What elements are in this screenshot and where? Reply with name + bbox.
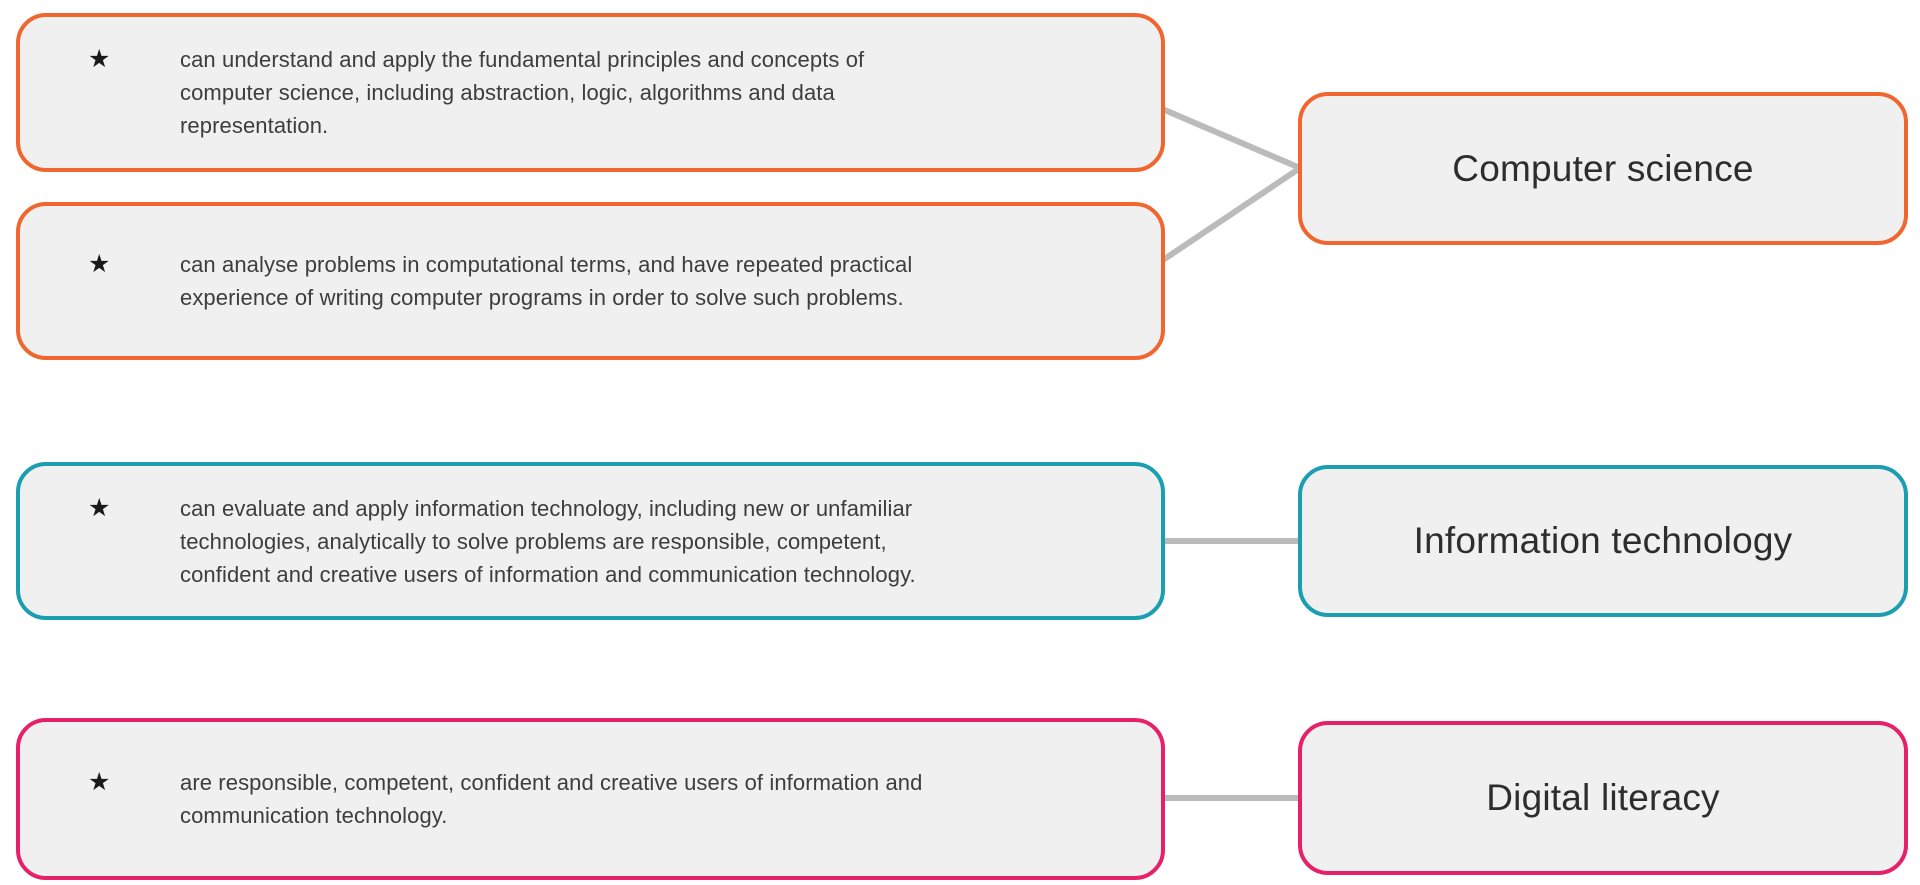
star-bullet-icon: ★ [88, 768, 111, 796]
statement-row: ★ can analyse problems in computational … [20, 248, 1161, 314]
star-bullet-icon: ★ [88, 45, 111, 73]
star-bullet-icon: ★ [88, 250, 111, 278]
star-bullet-icon: ★ [88, 493, 111, 522]
statement-box-dl-responsible: ★ are responsible, competent, confident … [16, 718, 1165, 880]
connector-statement1-computer-science [1158, 105, 1302, 171]
statement-text: can analyse problems in computational te… [180, 252, 913, 310]
statement-box-cs-analyse: ★ can analyse problems in computational … [16, 202, 1165, 360]
statement-text: can evaluate and apply information techn… [180, 495, 916, 587]
statement-box-it-evaluate: ★ can evaluate and apply information tec… [16, 462, 1165, 620]
statement-text: can understand and apply the fundamental… [180, 47, 865, 138]
connector-statement2-computer-science [1158, 165, 1302, 265]
statement-text: are responsible, competent, confident an… [180, 770, 923, 828]
statement-row: ★ can understand and apply the fundament… [20, 43, 1161, 142]
statement-row: ★ can evaluate and apply information tec… [20, 492, 1161, 591]
category-box-information-technology: Information technology [1298, 465, 1908, 617]
category-label: Digital literacy [1486, 777, 1720, 818]
category-box-digital-literacy: Digital literacy [1298, 721, 1908, 875]
statement-row: ★ are responsible, competent, confident … [20, 766, 1161, 832]
category-label: Computer science [1452, 147, 1754, 189]
statement-box-cs-principles: ★ can understand and apply the fundament… [16, 13, 1165, 172]
category-box-computer-science: Computer science [1298, 92, 1908, 245]
category-label: Information technology [1413, 520, 1793, 561]
